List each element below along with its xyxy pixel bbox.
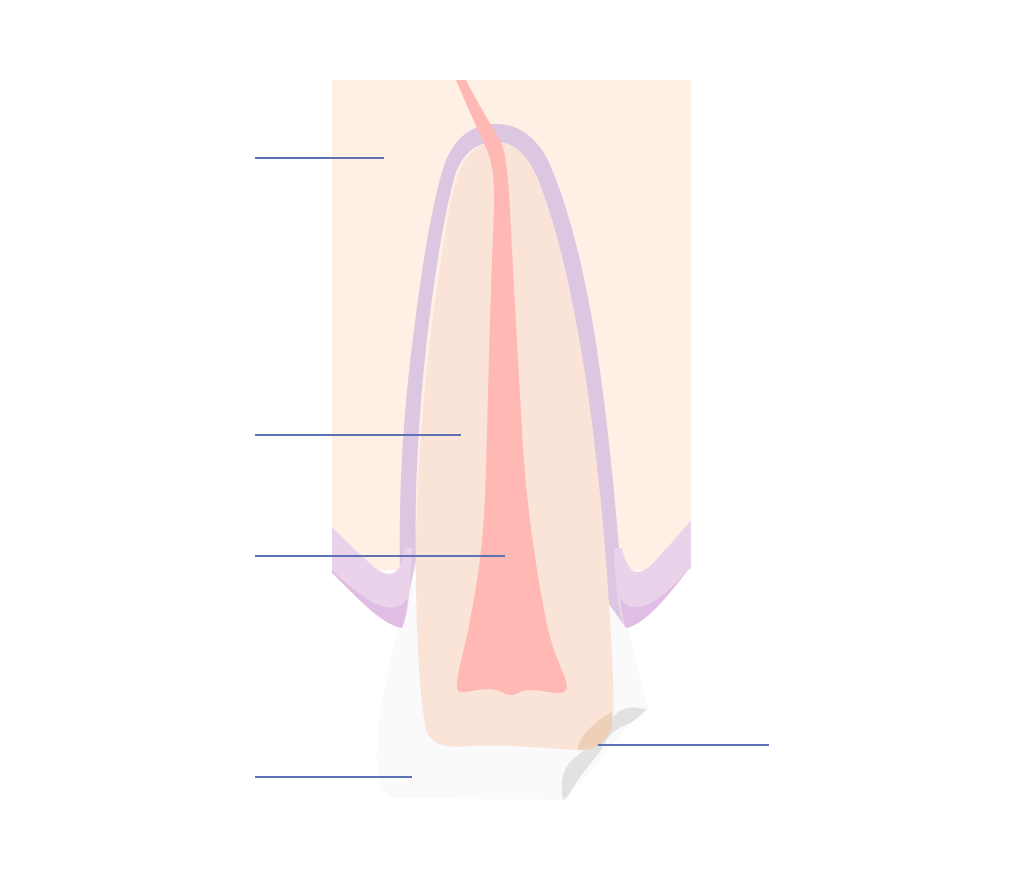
- gum-left-shadow: [332, 570, 408, 628]
- periodontal-ligament: [399, 124, 626, 628]
- tooth-pulp: [456, 80, 567, 695]
- gum-right-shadow: [620, 564, 691, 628]
- gum-right: [614, 520, 691, 628]
- gum-left: [332, 527, 412, 628]
- tooth-decay-overlap: [578, 712, 612, 750]
- tooth-decay: [561, 707, 647, 800]
